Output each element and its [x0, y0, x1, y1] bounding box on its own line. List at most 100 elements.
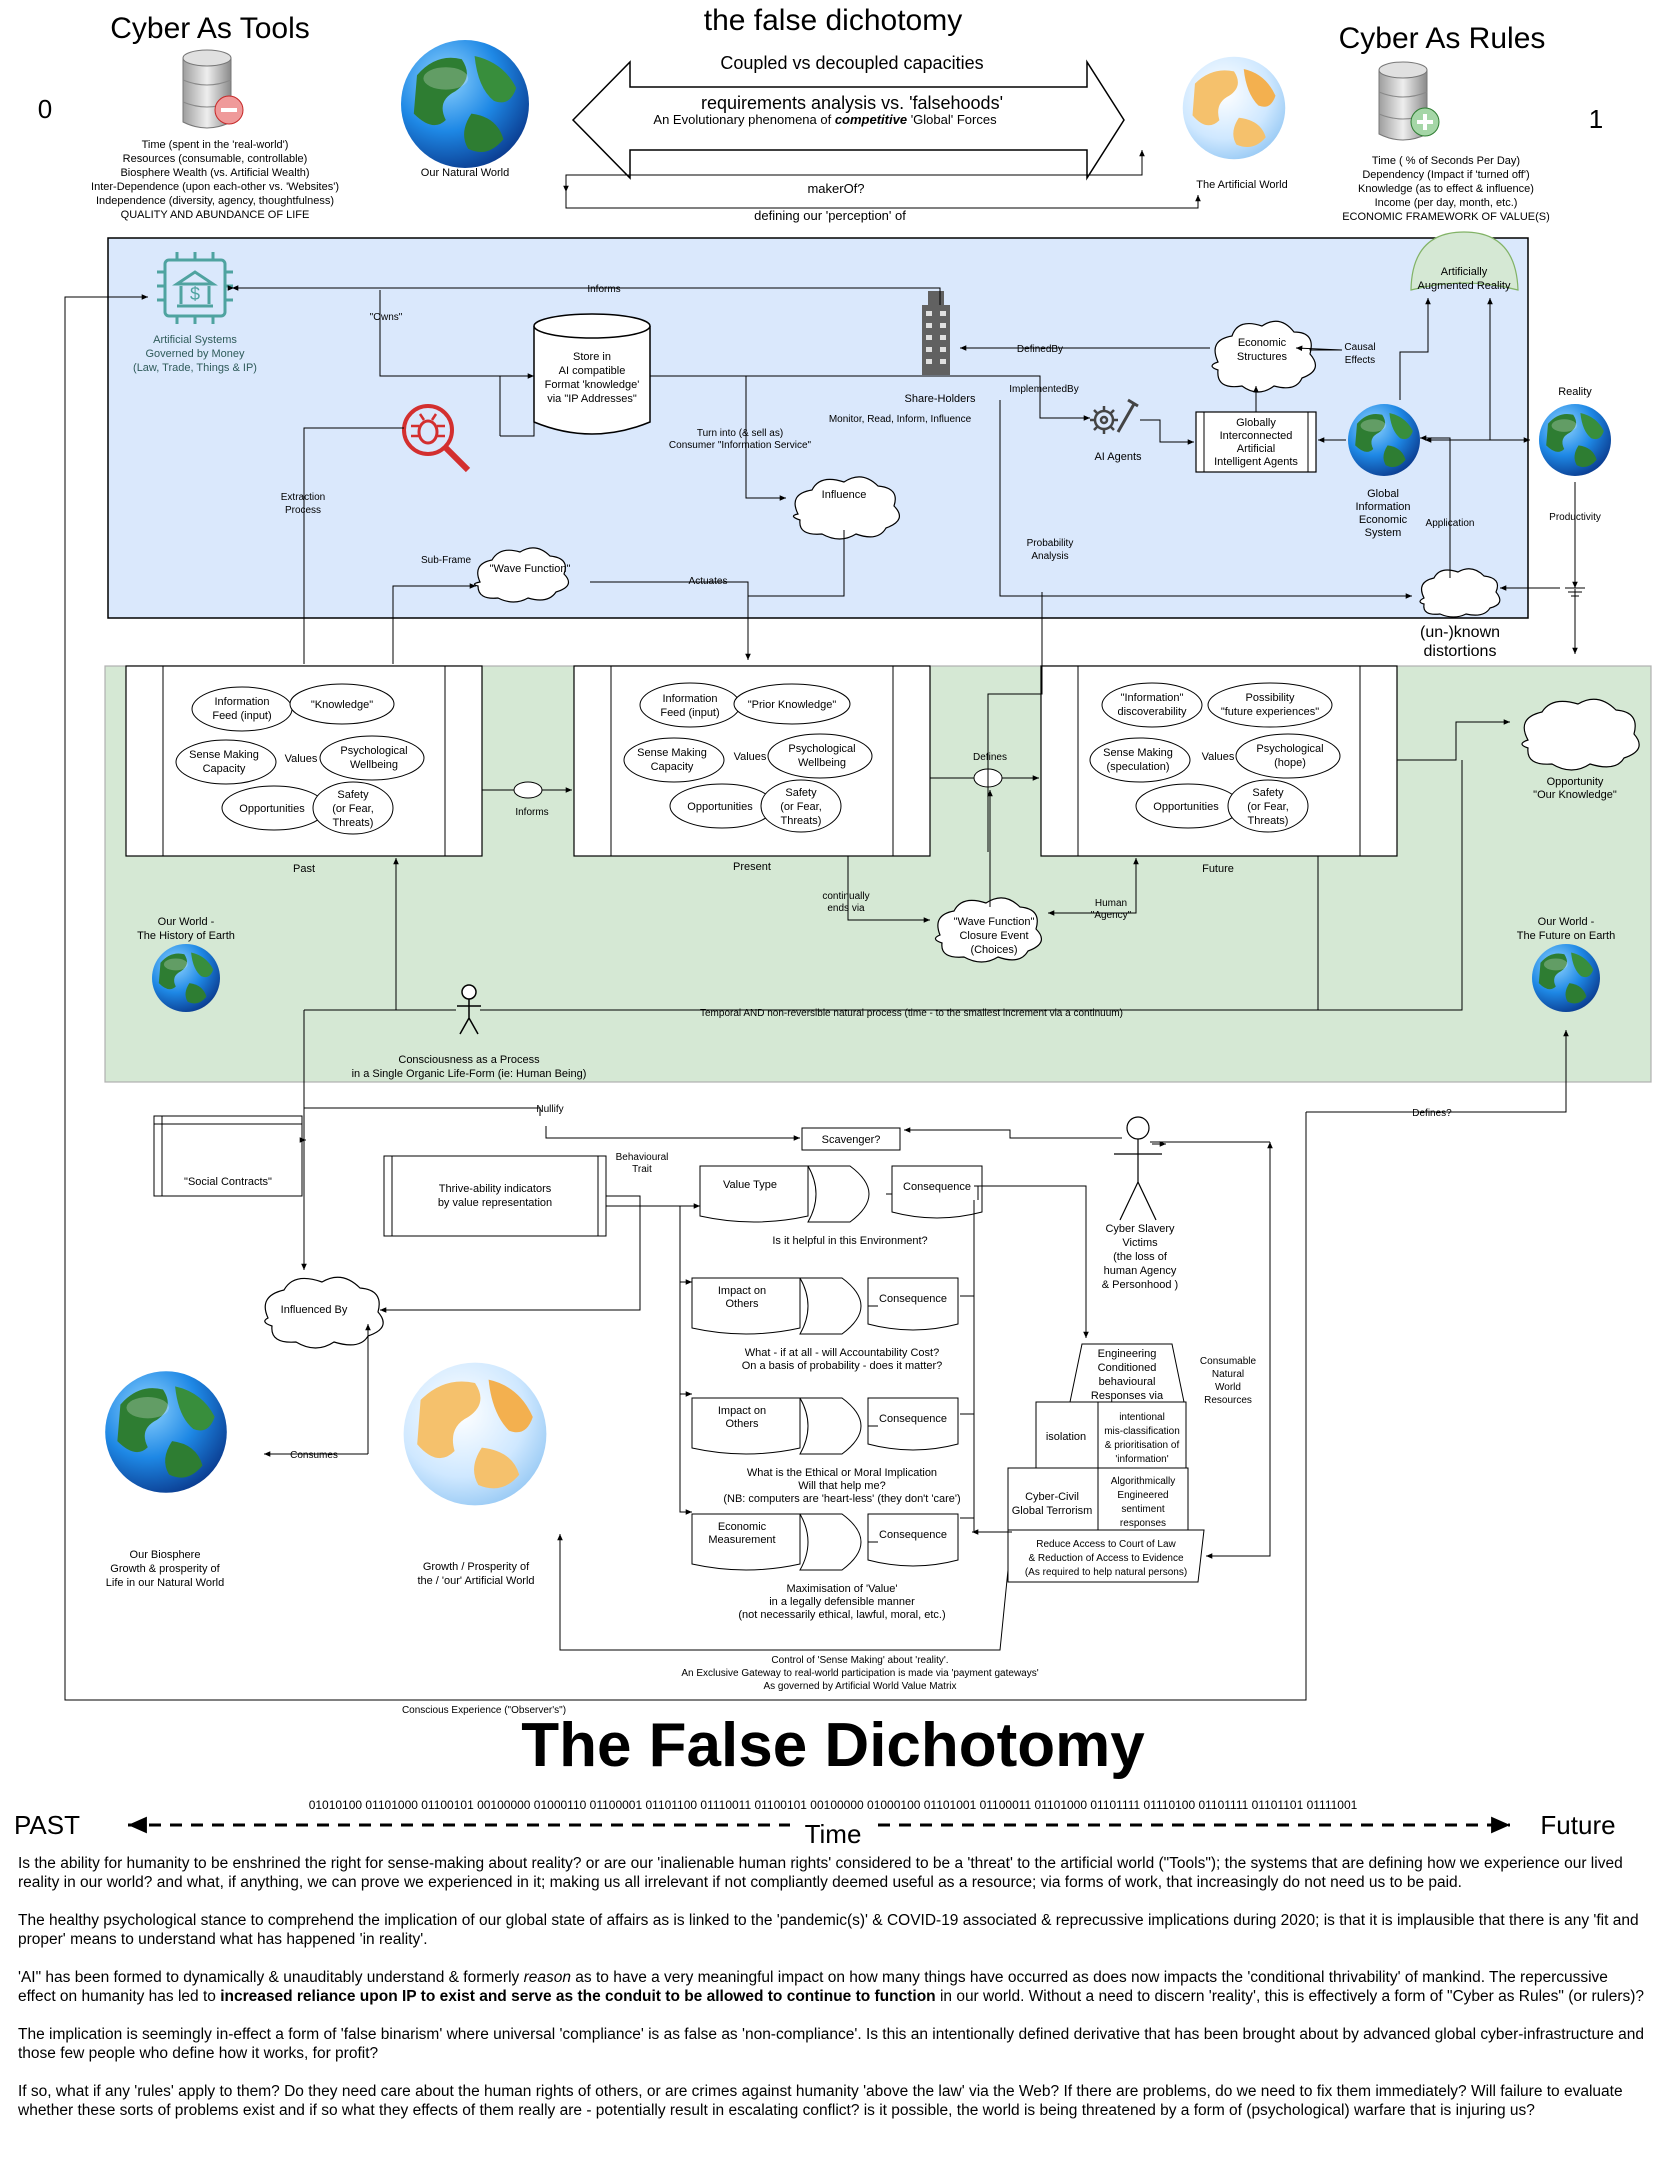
svg-text:Defines: Defines	[973, 752, 1007, 763]
svg-text:The Future on Earth: The Future on Earth	[1517, 930, 1615, 942]
svg-text:Independence (diversity, agenc: Independence (diversity, agency, thought…	[96, 195, 334, 207]
svg-text:Human: Human	[1095, 898, 1127, 909]
svg-text:Economic: Economic	[1359, 514, 1408, 526]
svg-text:Growth / Prosperity of: Growth / Prosperity of	[423, 1561, 530, 1573]
requirements-label: requirements analysis vs. 'falsehoods'	[701, 93, 1003, 113]
cyber-slavery-label: Cyber Slavery Victims (the loss of human…	[1102, 1223, 1178, 1291]
rules-attributes: Time ( % of Seconds Per Day) Dependency …	[1342, 155, 1550, 223]
lower-edge-labels: Nullify Defines? Behavioural Trait Consu…	[290, 1104, 1452, 1461]
blue-connectors	[227, 285, 1578, 664]
thrive-ability-label: Thrive-ability indicators by value repre…	[438, 1183, 552, 1209]
paragraph-5: If so, what if any 'rules' apply to them…	[18, 2083, 1623, 2119]
svg-text:"Knowledge": "Knowledge"	[311, 699, 373, 711]
row-caption: What - if at all - will Accountability C…	[745, 1347, 939, 1359]
svg-text:(hope): (hope)	[1274, 757, 1306, 769]
svg-text:Resources: Resources	[1204, 1395, 1252, 1406]
future-labels: "Information"discoverability Possibility…	[1103, 692, 1323, 827]
svg-text:Psychological: Psychological	[340, 745, 407, 757]
row-left-label: Impact on	[718, 1285, 766, 1297]
svg-text:Safety: Safety	[1252, 787, 1284, 799]
svg-text:Control of 'Sense Making' abou: Control of 'Sense Making' about 'reality…	[771, 1655, 948, 1666]
svg-text:Threats): Threats)	[781, 815, 822, 827]
diagram-canvas: Cyber As Tools Cyber As Rules 0 1 Time (…	[14, 4, 1652, 1849]
svg-text:Knowledge (as to effect & infl: Knowledge (as to effect & influence)	[1358, 183, 1534, 195]
svg-text:"Information": "Information"	[1121, 692, 1184, 704]
informs-small-cloud	[513, 781, 543, 799]
svg-text:Threats): Threats)	[1248, 815, 1289, 827]
past-timeline-label: PAST	[14, 1810, 80, 1840]
global-info-globe-icon	[1348, 404, 1420, 476]
evolutionary-label: An Evolutionary phenomena of competitive…	[653, 112, 997, 127]
svg-text:Reduce Access to Court of Law: Reduce Access to Court of Law	[1036, 1539, 1176, 1550]
history-earth-label: Our World - The History of Earth	[137, 916, 235, 942]
svg-text:Effects: Effects	[1345, 355, 1375, 366]
natural-world-globe-icon	[401, 40, 529, 168]
svg-text:Economic: Economic	[1238, 337, 1287, 349]
paragraph-4: The implication is seemingly in-effect a…	[18, 2026, 1645, 2062]
economic-structures-label: Economic Structures	[1237, 337, 1288, 363]
svg-text:Consumer "Information Service": Consumer "Information Service"	[669, 440, 812, 451]
svg-text:(Law, Trade, Things & IP): (Law, Trade, Things & IP)	[133, 362, 257, 374]
future-earth-globe-icon	[1532, 944, 1600, 1012]
svg-text:Growth & prosperity of: Growth & prosperity of	[110, 1563, 220, 1575]
opportunity-cloud	[1521, 698, 1640, 771]
svg-text:Feed (input): Feed (input)	[660, 707, 719, 719]
svg-text:Store in: Store in	[573, 351, 611, 363]
augmented-reality-shape	[1410, 231, 1519, 291]
scale-one: 1	[1589, 104, 1603, 134]
closure-event-cloud	[934, 897, 1043, 963]
consciousness-label: Consciousness as a Process in a Single O…	[352, 1054, 587, 1080]
svg-text:"Owns": "Owns"	[370, 312, 403, 323]
wave-function-cloud	[473, 547, 570, 603]
svg-text:Trait: Trait	[632, 1164, 652, 1175]
svg-text:Consciousness as a Process: Consciousness as a Process	[398, 1054, 540, 1066]
svg-text:Sense Making: Sense Making	[637, 747, 707, 759]
svg-text:Process: Process	[285, 505, 321, 516]
svg-text:Information: Information	[214, 696, 269, 708]
svg-text:isolation: isolation	[1046, 1431, 1086, 1443]
svg-text:Threats): Threats)	[333, 817, 374, 829]
svg-text:(or Fear,: (or Fear,	[1247, 801, 1289, 813]
svg-text:via "IP Addresses": via "IP Addresses"	[547, 393, 637, 405]
svg-text:Structures: Structures	[1237, 351, 1288, 363]
svg-text:Globally: Globally	[1236, 417, 1276, 429]
maker-of-label: makerOf?	[807, 181, 864, 196]
svg-text:discoverability: discoverability	[1117, 706, 1187, 718]
svg-text:Opportunities: Opportunities	[1153, 801, 1219, 813]
svg-text:Psychological: Psychological	[788, 743, 855, 755]
wave-function-label: "Wave Function"	[490, 563, 571, 575]
row-consequence-label: Consequence	[879, 1413, 947, 1425]
svg-text:Monitor, Read, Inform, Influen: Monitor, Read, Inform, Influence	[829, 414, 972, 425]
closure-event-label: "Wave Function" Closure Event (Choices)	[954, 916, 1035, 956]
svg-text:the / 'our' Artificial World: the / 'our' Artificial World	[417, 1575, 534, 1587]
engineering-labels: Engineering Conditioned behavioural Resp…	[1012, 1348, 1187, 1578]
svg-text:Artificial Systems: Artificial Systems	[153, 334, 237, 346]
svg-text:Causal: Causal	[1344, 342, 1375, 353]
temporal-label: Temporal AND non-reversible natural proc…	[700, 1008, 1123, 1019]
future-clouds	[1089, 682, 1341, 833]
svg-text:& Reduction of Access to Evide: & Reduction of Access to Evidence	[1028, 1553, 1184, 1564]
artificial-world-globe-icon	[1182, 56, 1286, 160]
svg-text:Global: Global	[1367, 488, 1399, 500]
svg-text:Consumes: Consumes	[290, 1450, 338, 1461]
svg-text:Sense Making: Sense Making	[189, 749, 259, 761]
svg-text:Artificial: Artificial	[1237, 443, 1276, 455]
svg-text:Values: Values	[1202, 751, 1235, 763]
reality-globe-icon	[1539, 404, 1611, 476]
cyber-slavery-victim-figure	[1114, 1116, 1162, 1221]
svg-text:Opportunity: Opportunity	[1547, 776, 1604, 788]
outer-feedback-line	[64, 294, 1307, 1701]
dichotomy-title: the false dichotomy	[704, 4, 962, 37]
distortions-label: (un-)known distortions	[1420, 624, 1500, 660]
svg-text:(or Fear,: (or Fear,	[780, 801, 822, 813]
row-caption: On a basis of probability - does it matt…	[742, 1360, 943, 1372]
svg-text:Application: Application	[1426, 518, 1475, 529]
global-ai-agents-label: Globally Interconnected Artificial Intel…	[1214, 417, 1298, 468]
row-left-label: Others	[725, 1418, 759, 1430]
present-clouds	[623, 682, 873, 833]
biosphere-globe-icon	[105, 1371, 227, 1493]
svg-text:Cyber Slavery: Cyber Slavery	[1105, 1223, 1175, 1235]
